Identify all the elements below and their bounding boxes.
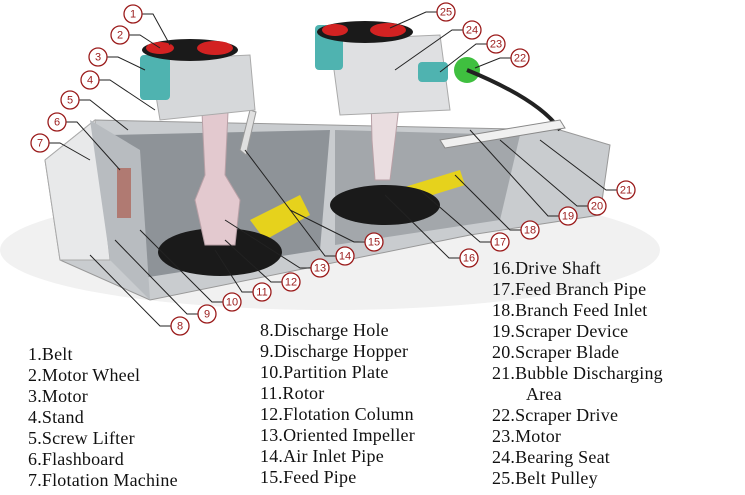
callout-24: 24 xyxy=(462,20,482,40)
svg-text:17: 17 xyxy=(494,237,506,249)
callout-12: 12 xyxy=(281,272,301,292)
svg-text:5: 5 xyxy=(67,95,73,107)
legend-item: 8.Discharge Hole xyxy=(260,320,389,340)
callout-23: 23 xyxy=(486,34,506,54)
callout-20: 20 xyxy=(587,196,607,216)
svg-text:21: 21 xyxy=(620,185,632,197)
callout-9: 9 xyxy=(197,304,217,324)
scraper-blade xyxy=(439,119,566,149)
legend-item: 1.Belt xyxy=(28,344,73,364)
legend-item: 17.Feed Branch Pipe xyxy=(492,279,647,299)
legend-item: 2.Motor Wheel xyxy=(28,365,141,385)
legend-item: 20.Scraper Blade xyxy=(492,342,620,362)
feed-pipe xyxy=(250,195,310,240)
legend-item: 16.Drive Shaft xyxy=(492,258,601,278)
air-inlet-pipe xyxy=(239,109,257,156)
svg-text:7: 7 xyxy=(37,138,43,150)
flashboard xyxy=(117,168,131,218)
callout-11: 11 xyxy=(252,282,272,302)
legend-item: 22.Scraper Drive xyxy=(492,405,619,425)
svg-text:13: 13 xyxy=(314,263,326,275)
svg-text:10: 10 xyxy=(226,297,238,309)
svg-text:23: 23 xyxy=(490,39,502,51)
callout-22: 22 xyxy=(510,48,530,68)
legend-item: 13.Oriented Impeller xyxy=(260,425,415,445)
callout-17: 17 xyxy=(490,232,510,252)
callout-8: 8 xyxy=(170,316,190,336)
callout-13: 13 xyxy=(310,258,330,278)
motor-left xyxy=(140,55,170,100)
legend-item: 10.Partition Plate xyxy=(260,362,389,382)
svg-text:6: 6 xyxy=(54,117,60,129)
svg-text:15: 15 xyxy=(368,237,380,249)
svg-text:4: 4 xyxy=(87,75,93,87)
svg-text:11: 11 xyxy=(256,287,267,299)
motor-wheel-right xyxy=(322,24,348,36)
drive-chain xyxy=(466,68,562,132)
svg-text:1: 1 xyxy=(130,9,136,21)
legend-item: 24.Bearing Seat xyxy=(492,447,610,467)
motor-23 xyxy=(418,62,448,82)
legend-item: 19.Scraper Device xyxy=(492,321,629,341)
legend-item: 14.Air Inlet Pipe xyxy=(260,446,384,466)
callout-19: 19 xyxy=(558,206,578,226)
callout-18: 18 xyxy=(520,220,540,240)
legend-item: 12.Flotation Column xyxy=(260,404,414,424)
callout-7: 7 xyxy=(30,133,50,153)
legend-item: 11.Rotor xyxy=(260,383,325,403)
svg-text:9: 9 xyxy=(204,309,210,321)
callout-10: 10 xyxy=(222,292,242,312)
callout-4: 4 xyxy=(80,70,100,90)
legend-item: 5.Screw Lifter xyxy=(28,428,135,448)
svg-text:2: 2 xyxy=(117,30,123,42)
callout-25: 25 xyxy=(436,2,456,22)
legend-item: 9.Discharge Hopper xyxy=(260,341,409,361)
belt-pulley-right xyxy=(370,23,406,37)
callout-2: 2 xyxy=(110,25,130,45)
legend-item: 3.Motor xyxy=(28,386,88,406)
svg-text:14: 14 xyxy=(339,251,351,263)
legend-item: 18.Branch Feed Inlet xyxy=(492,300,648,320)
legend-item: 21.Bubble Discharging xyxy=(492,363,663,383)
callout-1: 1 xyxy=(123,4,143,24)
svg-text:22: 22 xyxy=(514,53,526,65)
svg-text:18: 18 xyxy=(524,225,536,237)
svg-text:20: 20 xyxy=(591,201,603,213)
callout-15: 15 xyxy=(364,232,384,252)
legend-item: 6.Flashboard xyxy=(28,449,124,469)
svg-text:16: 16 xyxy=(463,253,475,265)
legend-item: 4.Stand xyxy=(28,407,84,427)
callout-21: 21 xyxy=(616,180,636,200)
svg-text:25: 25 xyxy=(440,7,452,19)
impeller-right xyxy=(330,185,440,225)
svg-text:3: 3 xyxy=(95,52,101,64)
legend-item: 23.Motor xyxy=(492,426,562,446)
svg-text:24: 24 xyxy=(466,25,478,37)
svg-text:8: 8 xyxy=(177,321,183,333)
callout-5: 5 xyxy=(60,90,80,110)
belt-pulley-left xyxy=(197,41,233,55)
legend-item: 15.Feed Pipe xyxy=(260,467,357,487)
callout-6: 6 xyxy=(47,112,67,132)
legend-item: Area xyxy=(526,384,562,404)
legend-item: 25.Belt Pulley xyxy=(492,468,598,488)
callout-3: 3 xyxy=(88,47,108,67)
svg-text:12: 12 xyxy=(285,277,297,289)
callout-14: 14 xyxy=(335,246,355,266)
callout-16: 16 xyxy=(459,248,479,268)
svg-text:19: 19 xyxy=(562,211,574,223)
legend-item: 7.Flotation Machine xyxy=(28,470,178,490)
